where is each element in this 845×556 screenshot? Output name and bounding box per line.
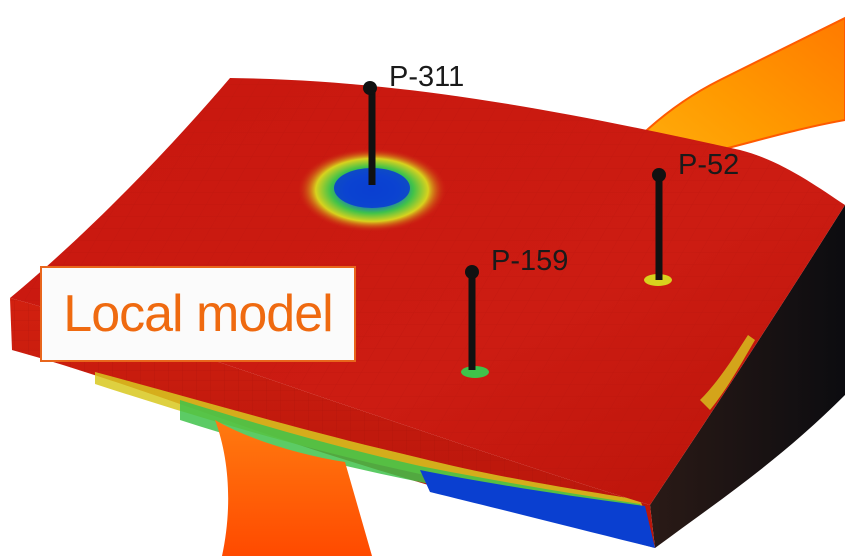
front-low-layer-green xyxy=(180,400,645,516)
pressure-spot-p159 xyxy=(461,366,489,378)
well-label-p52: P-52 xyxy=(678,149,739,181)
pressure-spot-p311 xyxy=(297,148,447,232)
model-right-face xyxy=(650,205,845,548)
local-model-label: Local model xyxy=(40,266,356,362)
top-right-rim xyxy=(700,335,755,410)
well-p311: P-311 xyxy=(363,61,464,185)
well-p159: P-159 xyxy=(465,245,568,370)
front-low-layer-blue xyxy=(420,470,655,548)
well-label-p311: P-311 xyxy=(389,61,464,93)
well-p52: P-52 xyxy=(652,149,739,280)
callout-arrow-orange xyxy=(215,420,372,556)
well-label-p159: P-159 xyxy=(491,245,568,277)
